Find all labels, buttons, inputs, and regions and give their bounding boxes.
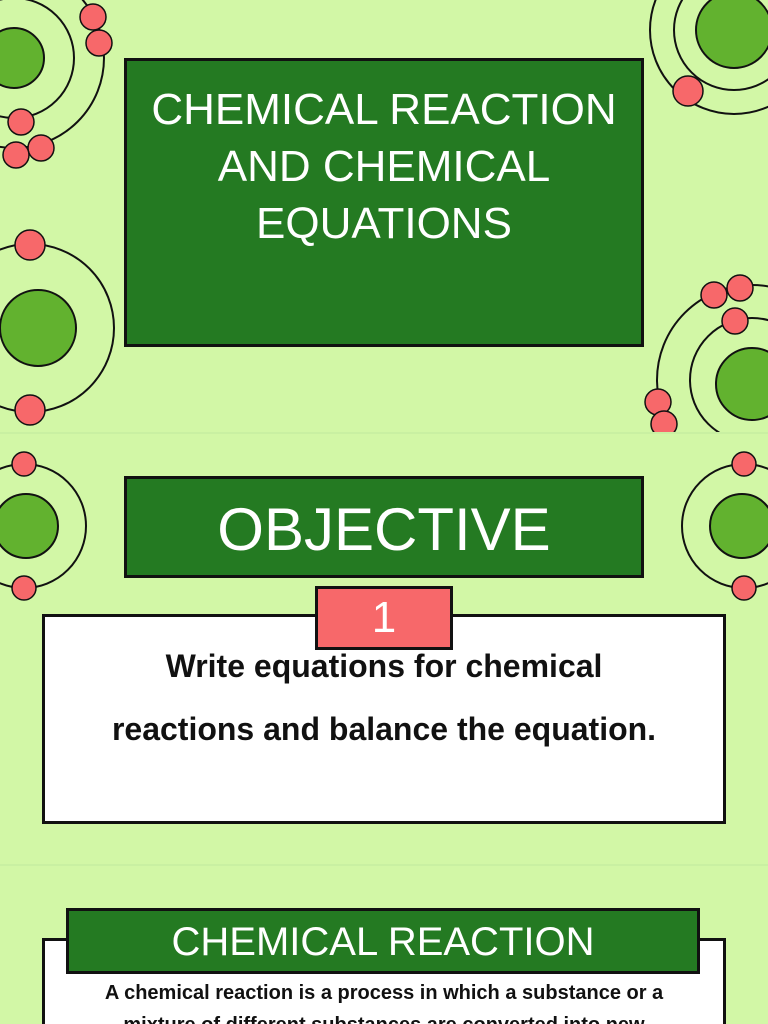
slide-definition: A chemical reaction is a process in whic…: [0, 866, 768, 1024]
atom-icon: [649, 0, 768, 115]
definition-text: A chemical reaction is a process in whic…: [104, 982, 664, 1024]
slide-title: CHEMICAL REACTION AND CHEMICAL EQUATIONS: [0, 0, 768, 432]
section-title: OBJECTIVE: [124, 476, 644, 578]
page-title: CHEMICAL REACTION AND CHEMICAL EQUATIONS: [124, 58, 644, 347]
objective-text: Write equations for chemical reactions a…: [111, 648, 657, 747]
slide-objective: OBJECTIVE Write equations for chemical r…: [0, 434, 768, 864]
nucleus-icon: [0, 27, 45, 89]
atom-decorations: [0, 451, 768, 601]
objective-number-badge: 1: [315, 586, 453, 650]
section-title: CHEMICAL REACTION: [66, 908, 700, 974]
atom-decorations: [0, 0, 768, 432]
